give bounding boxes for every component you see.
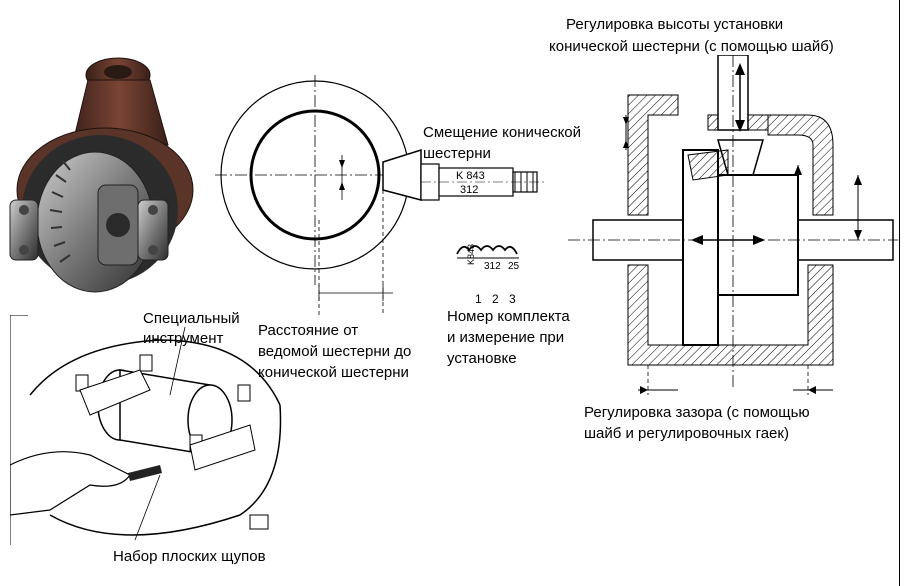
tooth-value: 25 xyxy=(508,261,520,272)
tooth-code: K843 xyxy=(466,243,476,265)
backlash-label-line2: шайб и регулировочных гаек) xyxy=(584,425,789,442)
pinion-offset-label-line2: шестерни xyxy=(423,145,491,162)
tooth-number: 312 xyxy=(484,261,501,272)
special-tool-label-line2: инструмент xyxy=(143,330,224,347)
pinion-height-label-line1: Регулировка высоты установки xyxy=(566,16,784,33)
pinion-code: K 843 xyxy=(456,170,485,182)
set-number-label-line3: установке xyxy=(447,350,517,367)
tooth-index-2: 2 xyxy=(492,292,499,306)
pinion-offset-label-line1: Смещение конической xyxy=(423,124,582,141)
pinion-number: 312 xyxy=(460,184,479,196)
distance-label-line3: конической шестерни xyxy=(258,364,409,381)
set-number-label-line2: и измерение при xyxy=(447,329,565,346)
backlash-label-line1: Регулировка зазора (с помощью xyxy=(584,404,810,421)
tooth-marking xyxy=(456,245,519,259)
distance-label-line1: Расстояние от xyxy=(258,322,359,339)
frame-right-border xyxy=(899,0,900,586)
special-tool-label-line1: Специальный xyxy=(143,310,240,327)
pinion-height-label-line2: конической шестерни (с помощью шайб) xyxy=(549,38,834,55)
special-tool-drawing xyxy=(10,315,282,545)
distance-label-line2: ведомой шестерни до xyxy=(258,343,412,360)
tooth-index-1: 1 xyxy=(475,292,482,306)
feeler-gauges-label: Набор плоских щупов xyxy=(113,548,266,565)
differential-photo xyxy=(9,57,194,293)
set-number-label-line1: Номер комплекта xyxy=(447,308,570,325)
ring-pinion-schematic xyxy=(215,75,545,315)
tooth-index-3: 3 xyxy=(509,292,516,306)
cross-section-drawing xyxy=(568,55,898,395)
